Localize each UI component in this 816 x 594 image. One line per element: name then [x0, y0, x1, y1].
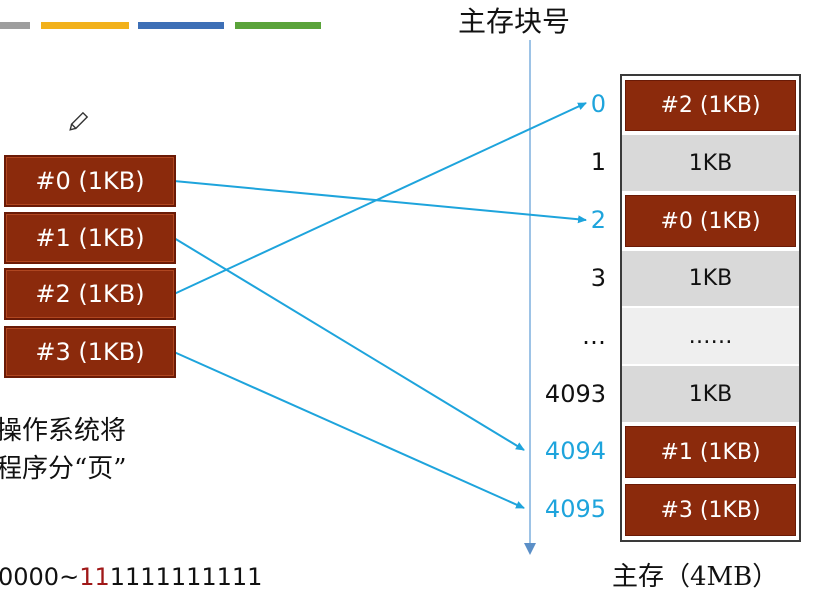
program-page-1: #1 (1KB)	[4, 212, 176, 264]
arrow-page3-to-block4095	[173, 351, 525, 509]
block-index-4094: 4094	[544, 437, 606, 465]
block-index-2: 2	[590, 206, 606, 234]
header-bar-gray	[0, 22, 30, 29]
memory-block-4093: 1KB	[622, 365, 799, 423]
caption-line-1: 操作系统将	[0, 416, 127, 446]
arrow-page2-to-block0	[173, 102, 587, 295]
memory-block-1: 1KB	[622, 134, 799, 192]
block-index-0: 0	[590, 90, 606, 118]
memory-block-0: #2 (1KB)	[622, 77, 799, 134]
memory-block-4094: #1 (1KB)	[622, 423, 799, 481]
binary-prefix: 0000~	[0, 563, 80, 591]
binary-offset-bits: 1111111111	[109, 563, 263, 591]
memory-axis-arrowhead	[524, 543, 536, 555]
block-index-4093: 4093	[544, 380, 606, 408]
memory-block-number-title: 主存块号	[458, 5, 571, 38]
header-bar-yellow	[41, 22, 129, 29]
program-page-0: #0 (1KB)	[4, 155, 176, 207]
block-index-4095: 4095	[544, 495, 606, 523]
header-bar-blue	[138, 22, 224, 29]
arrow-page1-to-block4094	[173, 237, 525, 451]
main-memory-label: 主存（4MB）	[612, 562, 779, 592]
block-index-1: 1	[590, 148, 606, 176]
memory-block-ellipsis: ……	[622, 307, 799, 365]
binary-address-range: 0000~111111111111	[0, 563, 262, 591]
header-bar-green	[235, 22, 321, 29]
memory-block-2: #0 (1KB)	[622, 192, 799, 250]
memory-block-3: 1KB	[622, 250, 799, 307]
program-page-2: #2 (1KB)	[4, 268, 176, 320]
binary-page-bits: 11	[79, 563, 110, 591]
block-index-3: 3	[590, 264, 606, 292]
memory-block-4095: #3 (1KB)	[622, 481, 799, 539]
pencil-icon	[69, 111, 89, 131]
program-page-3: #3 (1KB)	[4, 326, 176, 378]
caption-line-2: 程序分“页”	[0, 454, 127, 484]
arrow-page0-to-block2	[173, 180, 587, 224]
block-index-ellipsis: …	[582, 322, 606, 350]
